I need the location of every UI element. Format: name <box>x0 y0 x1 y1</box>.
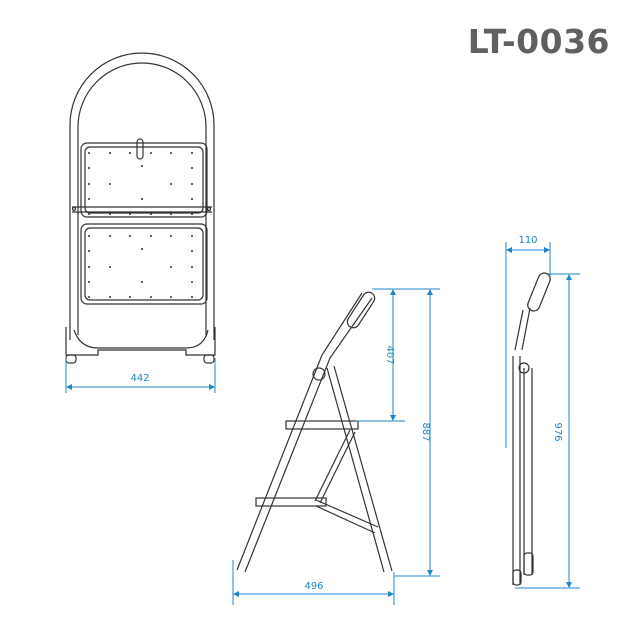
folded-height-label: 976 <box>552 422 563 441</box>
model-title: LT-0036 <box>467 22 610 61</box>
side-height-label: 887 <box>420 422 431 441</box>
side-open-view <box>236 291 393 573</box>
front-view <box>65 52 216 364</box>
side-width-label: 496 <box>304 581 323 592</box>
front-width-dimension <box>65 358 216 393</box>
front-view-holes <box>88 152 193 298</box>
folded-depth-label: 110 <box>518 235 537 246</box>
side-folded-view <box>512 272 551 586</box>
side-open-dimensions <box>232 288 440 605</box>
side-folded-dimensions <box>505 242 580 589</box>
front-width-label: 442 <box>130 373 149 384</box>
step-to-top-label: 407 <box>384 345 395 364</box>
